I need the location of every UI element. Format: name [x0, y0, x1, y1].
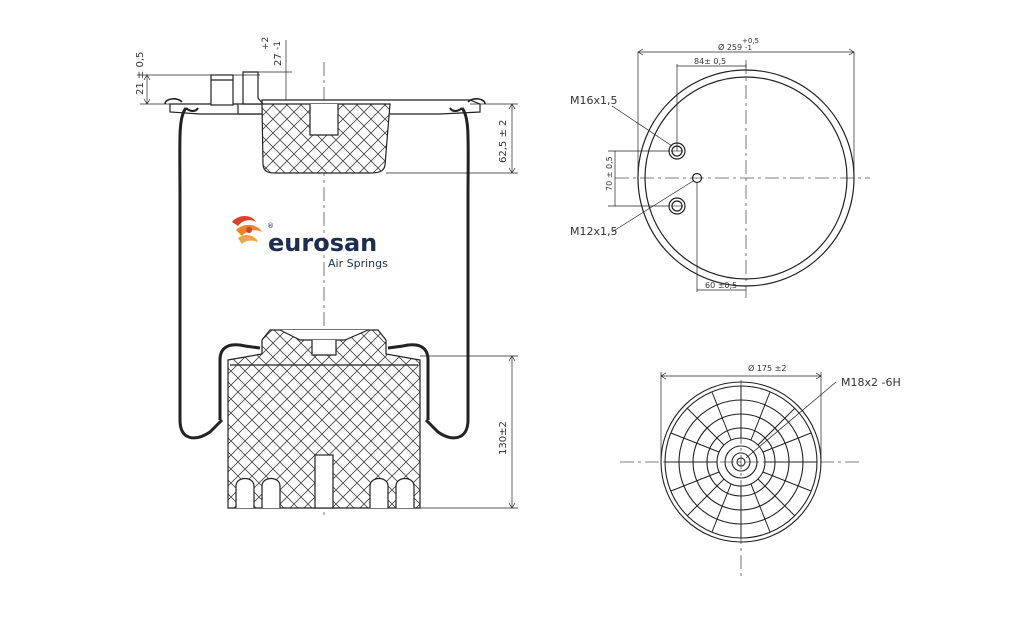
bottom-diameter-label: Ø 175 ±2: [748, 363, 786, 373]
upper-bumper: [261, 103, 391, 174]
dim-piston-height-label: 130±2: [498, 421, 509, 455]
top-offset-y-label: 70 ± 0,5: [605, 156, 614, 191]
dim-upper-depth: [386, 103, 518, 174]
logo-swirl-icon: [232, 216, 262, 244]
dim-piston-height: [420, 355, 518, 509]
top-diameter-tol-minus: -1: [745, 44, 752, 52]
top-fitting: [237, 71, 265, 115]
brand-subtitle: Air Springs: [328, 257, 388, 270]
bottom-thread-hole: [731, 452, 751, 472]
top-offset-x-label: 84± 0,5: [694, 57, 726, 66]
bottom-ribs: [665, 386, 817, 538]
piston-fold-right: [387, 343, 430, 420]
piston-fold-left: [218, 343, 261, 420]
dim-top-height-label: 21 ± 0,5: [135, 52, 146, 95]
top-offset-small-label: 60 ±0,5: [705, 281, 737, 290]
hole-m12: [691, 172, 703, 184]
bottom-view: [620, 372, 862, 580]
dim-stud-tol-plus: +2: [261, 37, 271, 50]
dim-stud-height: [258, 40, 292, 101]
top-diameter-tol-plus: +0,5: [742, 37, 759, 45]
side-view: [140, 40, 518, 515]
hole-m16-lower: [668, 197, 686, 215]
registered-mark: ®: [267, 222, 274, 230]
eurosan-logo: eurosan Air Springs ®: [232, 216, 388, 270]
bellows-left: [178, 107, 224, 440]
bottom-thread-label: M18x2 -6H: [841, 376, 901, 389]
piston-body: [227, 329, 421, 509]
leader-m16: [611, 105, 673, 147]
bellows-right: [424, 107, 470, 440]
top-view: [608, 48, 870, 298]
dim-upper-depth-label: 62,5 ± 2: [498, 120, 509, 163]
top-inner-circle: [644, 76, 848, 280]
dim-stud-tol-minus: -1: [273, 41, 283, 50]
dim-stud-height-label: 27: [273, 53, 284, 66]
dim-top-height: [140, 74, 260, 105]
leader-thread: [745, 381, 837, 459]
leader-m12: [611, 180, 694, 233]
top-diameter-label: Ø 259: [718, 42, 742, 52]
label-m16: M16x1,5: [570, 94, 618, 107]
label-m12: M12x1,5: [570, 225, 618, 238]
brand-name: eurosan: [268, 229, 377, 257]
